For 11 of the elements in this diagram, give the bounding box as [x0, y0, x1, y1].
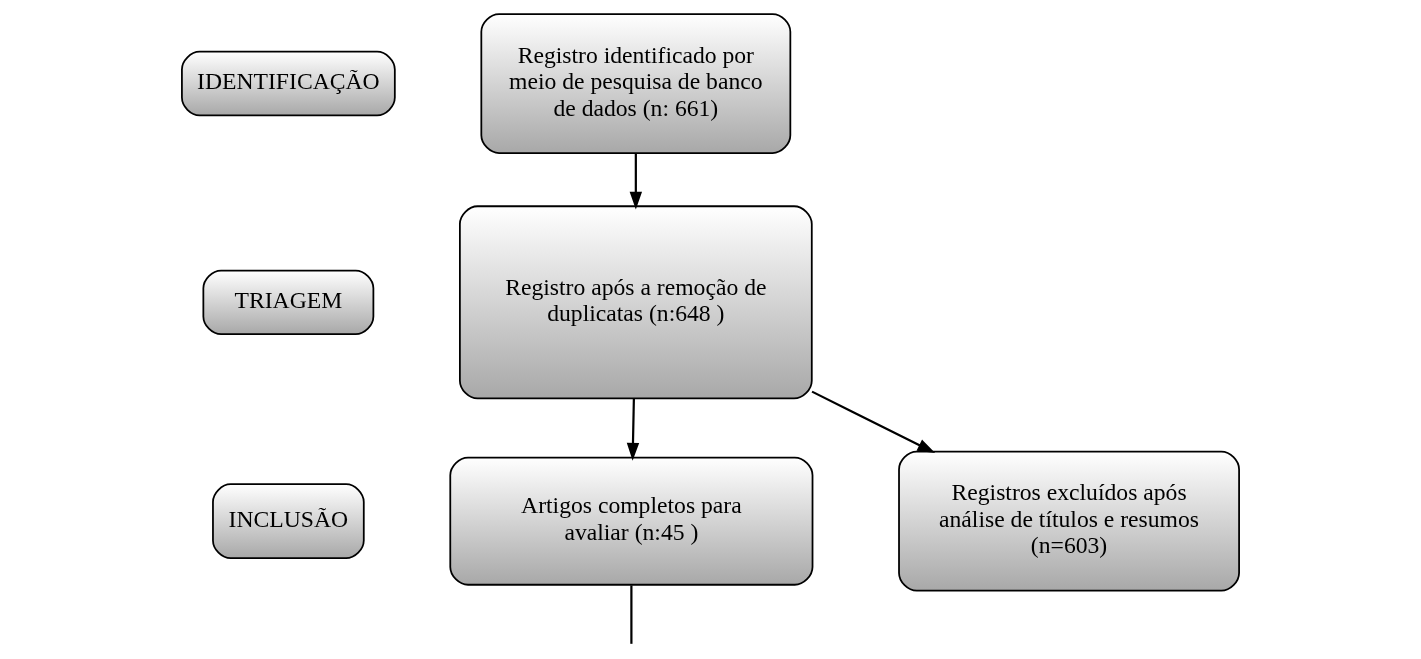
arrow [626, 398, 640, 461]
arrow [629, 153, 643, 210]
node-box: Registros excluídos após análise de títulos e resumos (n=603) [898, 450, 1240, 592]
arrow [811, 390, 936, 453]
node-box: Registro identificado por meio de pesquisa de banco de dados (n: 661) [480, 13, 792, 154]
connector [630, 585, 633, 644]
node-box: Artigos completos para avaliar (n:45 ) [449, 456, 814, 586]
node-box: IDENTIFICAÇÃO [181, 50, 396, 117]
node-box: INCLUSÃO [212, 483, 365, 560]
node-box: Registro após a remoção de duplicatas (n:648 ) [459, 205, 813, 400]
node-box: TRIAGEM [202, 269, 375, 336]
